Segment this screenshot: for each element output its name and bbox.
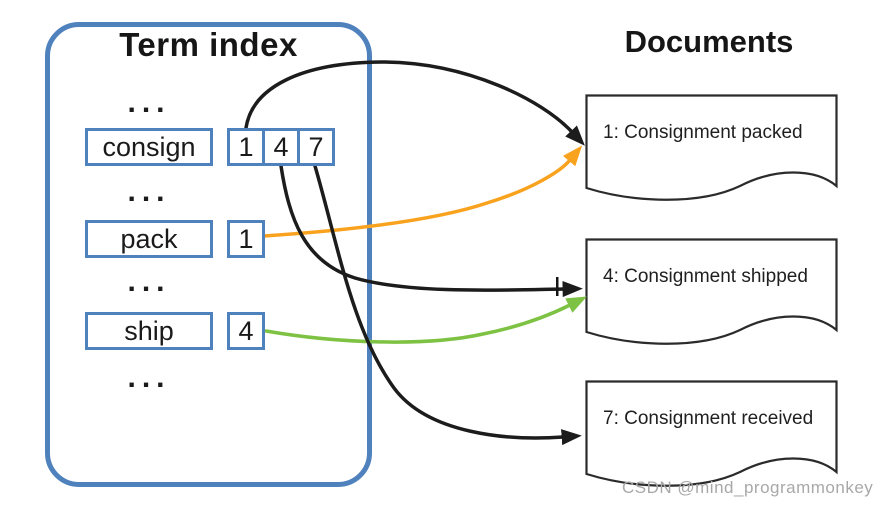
ellipsis-row: ... xyxy=(127,265,171,298)
document-7-label: 7: Consignment received xyxy=(603,408,814,429)
document-7: 7: Consignment received xyxy=(585,380,838,498)
document-4-label: 4: Consignment shipped xyxy=(603,266,808,287)
term-box-pack: pack xyxy=(85,220,213,258)
ellipsis-row: ... xyxy=(127,361,171,394)
watermark: CSDN @mind_programmonkey xyxy=(622,478,874,497)
document-1: 1: Consignment packed xyxy=(585,94,838,212)
postings-pack: 1 xyxy=(227,220,265,258)
ellipsis-row: ... xyxy=(127,175,171,208)
document-1-label: 1: Consignment packed xyxy=(603,122,803,143)
term-index-title: Term index xyxy=(119,26,298,63)
posting-cell: 7 xyxy=(297,128,335,166)
document-shape xyxy=(585,380,838,487)
posting-cell: 1 xyxy=(227,220,265,258)
document-shape xyxy=(585,94,838,201)
postings-ship: 4 xyxy=(227,312,265,350)
ellipsis-row: ... xyxy=(127,86,171,119)
term-box-ship: ship xyxy=(85,312,213,350)
documents-title: Documents xyxy=(624,24,794,59)
term-box-consign: consign xyxy=(85,128,213,166)
postings-consign: 1 4 7 xyxy=(227,128,335,166)
document-4: 4: Consignment shipped xyxy=(585,238,838,356)
text-cursor-artifact xyxy=(556,277,559,296)
posting-cell: 4 xyxy=(262,128,300,166)
document-shape xyxy=(585,238,838,345)
posting-cell: 1 xyxy=(227,128,265,166)
posting-cell: 4 xyxy=(227,312,265,350)
